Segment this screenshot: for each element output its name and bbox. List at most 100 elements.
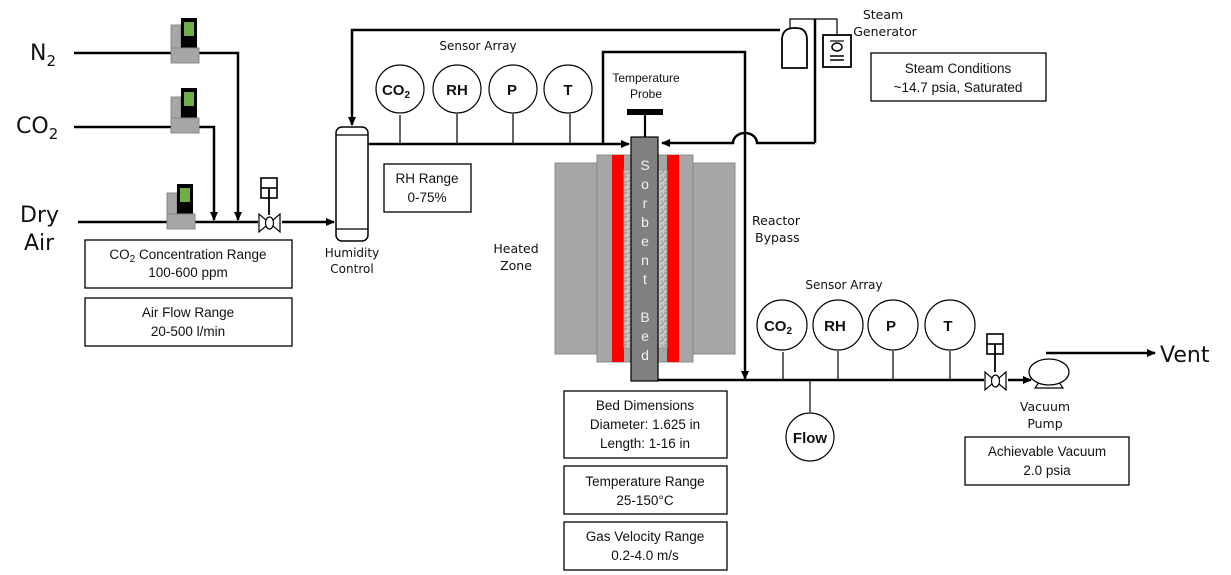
svg-text:Vacuum: Vacuum: [1020, 399, 1070, 414]
svg-text:P: P: [886, 318, 896, 335]
svg-text:Gas Velocity Range: Gas Velocity Range: [586, 529, 705, 544]
inlet-control-valve-icon[interactable]: [258, 177, 281, 234]
bed-dimensions-box: Bed Dimensions Diameter: 1.625 in Length…: [563, 390, 728, 459]
sensor-p-bottom: P: [867, 299, 919, 380]
svg-text:P: P: [507, 82, 517, 99]
svg-text:Generator: Generator: [853, 24, 917, 39]
svg-text:Steam Conditions: Steam Conditions: [905, 61, 1012, 76]
sensor-array-bottom: CO2 RH P T: [756, 299, 976, 380]
sensor-flow: Flow: [785, 380, 835, 462]
mfc-display-icon: [184, 92, 194, 106]
svg-text:T: T: [943, 318, 952, 335]
mfc-display-icon: [180, 188, 190, 202]
air-flow-range-box: Air Flow Range 20-500 l/min: [84, 297, 293, 347]
sorbent-bed-letter: d: [641, 347, 649, 363]
inlet-n2-label: N2: [30, 41, 56, 70]
svg-text:Flow: Flow: [793, 430, 827, 447]
sorbent-bed-letter: B: [640, 309, 649, 325]
sensor-t-top: T: [543, 64, 593, 144]
sensor-p-top: P: [488, 64, 538, 144]
svg-text:Temperature: Temperature: [612, 71, 680, 85]
svg-text:CO2: CO2: [764, 318, 793, 337]
svg-text:Reactor: Reactor: [752, 213, 801, 228]
svg-text:Heated: Heated: [493, 241, 538, 256]
svg-text:CO2: CO2: [16, 114, 58, 143]
svg-text:N2: N2: [30, 41, 56, 70]
svg-text:Probe: Probe: [630, 87, 662, 101]
svg-text:25-150°C: 25-150°C: [616, 493, 673, 508]
svg-text:Diameter: 1.625 in: Diameter: 1.625 in: [590, 417, 700, 432]
steam-generator-label: Steam Generator: [853, 7, 917, 39]
outlet-control-valve-icon[interactable]: [984, 333, 1007, 392]
sensor-t-bottom: T: [924, 299, 976, 380]
svg-text:Length: 1-16 in: Length: 1-16 in: [600, 436, 690, 451]
humidity-control-column: [335, 126, 369, 242]
svg-text:Control: Control: [330, 262, 373, 276]
svg-text:T: T: [563, 82, 572, 99]
svg-text:Dry: Dry: [20, 203, 59, 228]
mfc-display-icon: [184, 22, 194, 36]
steam-conditions-box: Steam Conditions ~14.7 psia, Saturated: [870, 52, 1047, 102]
svg-text:Humidity: Humidity: [325, 246, 379, 260]
sorbent-bed-letter: b: [641, 214, 649, 230]
steam-feed-line: [661, 131, 815, 147]
temperature-probe-icon: [627, 109, 663, 137]
rh-range-box: RH Range 0-75%: [383, 163, 472, 213]
sensor-array-top: CO2 RH P T: [375, 64, 593, 144]
svg-text:CO2: CO2: [382, 82, 411, 101]
inlet-piping: [74, 51, 335, 226]
sorbent-bed-letter: S: [640, 157, 649, 173]
svg-text:RH Range: RH Range: [395, 171, 458, 186]
svg-text:Zone: Zone: [500, 258, 532, 273]
steam-to-humidity-line: [348, 28, 780, 126]
temperature-probe-label: Temperature Probe: [612, 71, 680, 101]
svg-text:Air: Air: [24, 231, 55, 256]
svg-text:2.0 psia: 2.0 psia: [1023, 463, 1071, 478]
heater-element-left: [612, 155, 624, 362]
sensor-array-bottom-label: Sensor Array: [805, 278, 882, 292]
svg-text:100-600 ppm: 100-600 ppm: [148, 265, 228, 280]
svg-text:Achievable Vacuum: Achievable Vacuum: [988, 444, 1106, 459]
svg-text:Bypass: Bypass: [755, 230, 800, 245]
svg-text:Pump: Pump: [1027, 416, 1062, 431]
steam-generator-icon: [781, 18, 852, 143]
vacuum-pump-icon: [1028, 358, 1070, 389]
svg-text:0-75%: 0-75%: [407, 190, 446, 205]
sensor-co2-top: CO2: [375, 64, 425, 144]
co2-concentration-range-box: CO2 Concentration Range 100-600 ppm: [84, 239, 293, 289]
svg-text:CO2 Concentration Range: CO2 Concentration Range: [109, 247, 266, 265]
svg-text:RH: RH: [446, 82, 468, 99]
sensor-rh-top: RH: [432, 64, 482, 144]
sorbent-bed-letter: n: [641, 252, 649, 268]
inlet-dry-air-label: Dry Air: [20, 203, 59, 256]
heater-element-right: [667, 155, 679, 362]
humidity-control-label: Humidity Control: [325, 246, 379, 276]
sensor-rh-bottom: RH: [812, 299, 864, 380]
sorbent-bed-letter: o: [641, 176, 649, 192]
inlet-co2-label: CO2: [16, 114, 58, 143]
vent-label: Vent: [1160, 343, 1210, 368]
sorbent-bed-letter: e: [641, 328, 649, 344]
reactor-bypass-label: Reactor Bypass: [752, 213, 801, 245]
achievable-vacuum-box: Achievable Vacuum 2.0 psia: [964, 436, 1130, 486]
gas-velocity-range-box: Gas Velocity Range 0.2-4.0 m/s: [563, 521, 728, 571]
svg-text:20-500 l/min: 20-500 l/min: [151, 324, 225, 339]
svg-text:Steam: Steam: [863, 7, 903, 22]
vacuum-pump-label: Vacuum Pump: [1020, 399, 1070, 431]
sensor-array-top-label: Sensor Array: [439, 39, 516, 53]
mass-flow-controller-co2: [170, 88, 200, 134]
svg-text:~14.7 psia, Saturated: ~14.7 psia, Saturated: [894, 80, 1023, 95]
heated-zone-label: Heated Zone: [493, 241, 538, 273]
sensor-co2-bottom: CO2: [756, 299, 808, 380]
reactor-bypass-line: [601, 50, 749, 380]
mass-flow-controller-n2: [170, 18, 200, 64]
svg-text:Temperature Range: Temperature Range: [585, 474, 704, 489]
svg-text:Bed Dimensions: Bed Dimensions: [596, 398, 695, 413]
sorbent-bed-letter: r: [643, 195, 648, 211]
sorbent-bed-letter: e: [641, 233, 649, 249]
svg-text:Air Flow Range: Air Flow Range: [142, 305, 234, 320]
sorbent-bed-letter: t: [643, 271, 647, 287]
